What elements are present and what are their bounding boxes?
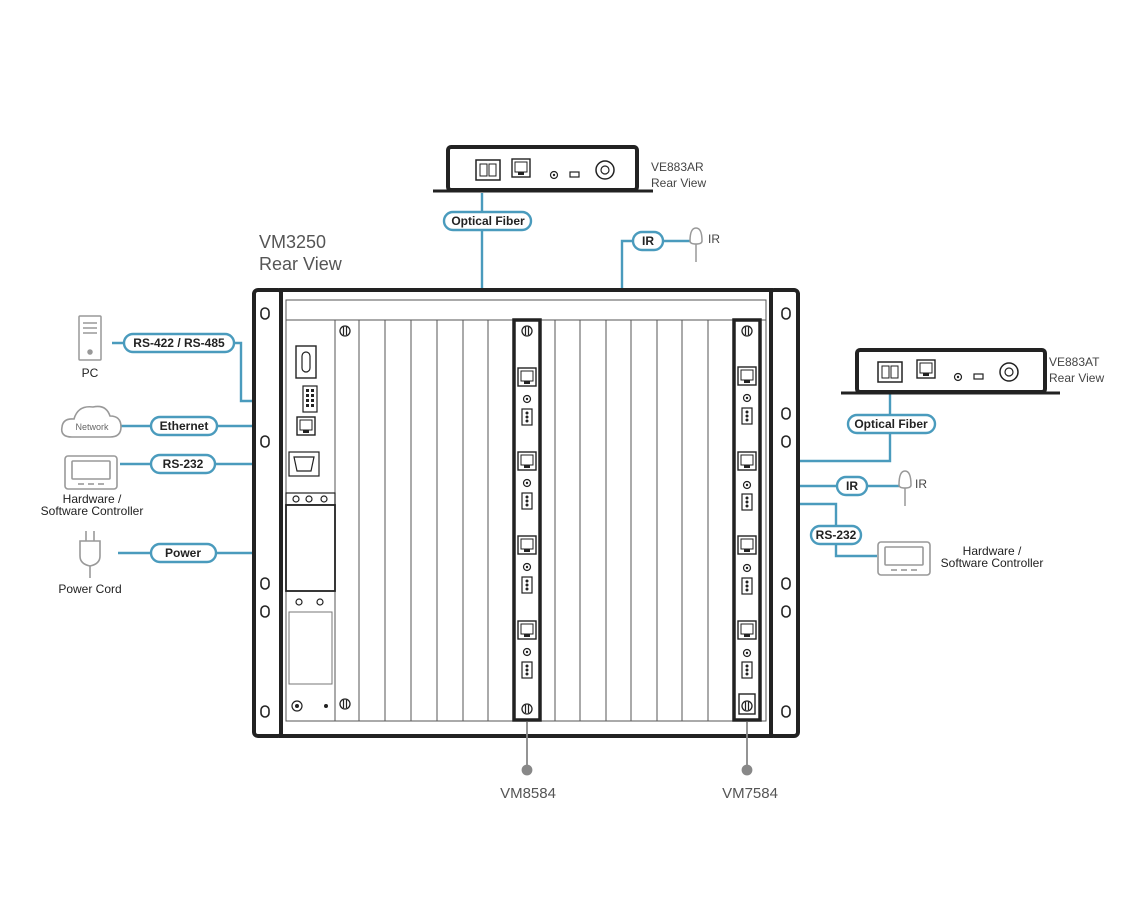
top-ir-label: IR	[708, 232, 720, 246]
right-controller-line1: Hardware /	[963, 544, 1022, 558]
vm8584-label: VM8584	[500, 785, 556, 802]
ve883ar-device	[433, 145, 653, 193]
right-ir-label: IR	[915, 477, 927, 491]
cable-pill-rs422: RS-422 / RS-485	[122, 332, 236, 354]
pill-ethernet-text: Ethernet	[160, 419, 209, 433]
pill-rs232-right-text: RS-232	[816, 528, 857, 542]
vm7584-label: VM7584	[722, 785, 778, 802]
ve883at-name: VE883AT	[1049, 355, 1100, 369]
pill-ir-right-text: IR	[846, 479, 858, 493]
ir-sensor-icon	[689, 227, 703, 262]
controller-icon	[64, 455, 118, 490]
cable-pill-fiber-right: Optical Fiber	[846, 413, 937, 435]
pc-label: PC	[82, 366, 99, 380]
ve883at-view: Rear View	[1049, 371, 1104, 385]
cable-pill-rs232-left: RS-232	[149, 453, 217, 475]
network-label: Network	[75, 422, 109, 432]
controller-icon	[877, 541, 931, 576]
cable-pill-fiber-top: Optical Fiber	[442, 210, 533, 232]
pill-fiber-right-text: Optical Fiber	[854, 417, 928, 431]
ve883at-device	[841, 348, 1060, 395]
pill-rs232-left-text: RS-232	[163, 457, 204, 471]
pill-ir-top-text: IR	[642, 234, 654, 248]
right-controller-line2: Software Controller	[941, 556, 1044, 570]
vm3250-view: Rear View	[259, 254, 343, 274]
pill-fiber-top-text: Optical Fiber	[451, 214, 525, 228]
pill-power-text: Power	[165, 546, 201, 560]
ir-sensor-icon	[898, 470, 912, 506]
cable-pill-ir-right: IR	[835, 475, 869, 497]
pill-rs422-text: RS-422 / RS-485	[133, 336, 225, 350]
vm3250-chassis	[252, 288, 800, 738]
ve883ar-view: Rear View	[651, 176, 706, 190]
left-controller-line2: Software Controller	[41, 504, 144, 518]
vm3250-name: VM3250	[259, 232, 326, 252]
left-controller-line1: Hardware /	[63, 492, 122, 506]
ve883ar-name: VE883AR	[651, 160, 704, 174]
power-plug-icon	[79, 531, 101, 578]
cable-pill-ir-top: IR	[631, 230, 665, 252]
power-cord-label: Power Cord	[58, 582, 121, 596]
cable-pill-rs232-right: RS-232	[809, 524, 863, 546]
pc-tower-icon	[78, 315, 102, 361]
cable-pill-ethernet: Ethernet	[149, 415, 219, 437]
cable-pill-power: Power	[149, 542, 218, 564]
network-cloud-icon	[60, 405, 122, 438]
